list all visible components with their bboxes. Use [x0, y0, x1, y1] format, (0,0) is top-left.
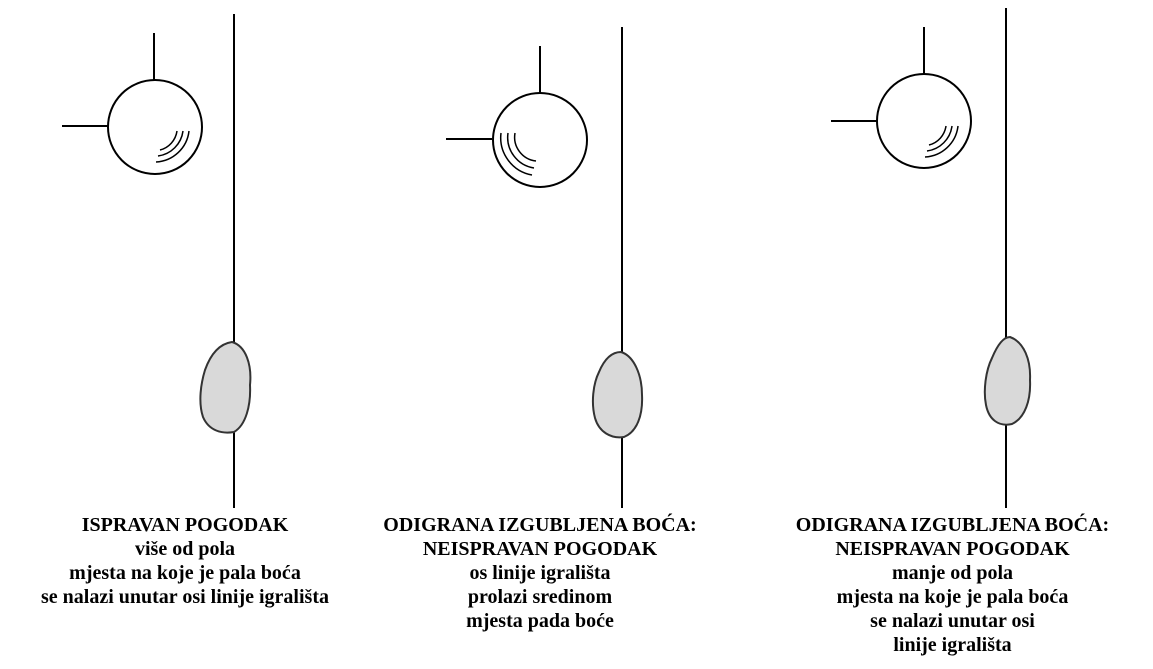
panel-1-caption-line: ISPRAVAN POGODAK: [81, 514, 289, 536]
panel-2-landing-spot: [591, 350, 644, 439]
panel-1-caption-line: se nalazi unutar osi linije igrališta: [41, 586, 329, 608]
panel-2-ball-highlight: [499, 132, 537, 176]
panel-1-ball: [107, 79, 203, 175]
panel-2-figure: [446, 27, 644, 508]
panel-1-caption-line: mjesta na koje je pala boća: [69, 562, 301, 584]
panel-3-caption-line: manje od pola: [891, 562, 1014, 584]
panel-2-ball: [492, 92, 588, 188]
panel-3-figure: [831, 8, 1032, 508]
panel-1-figure: [62, 14, 252, 508]
panel-2-caption-line: os linije igrališta: [469, 562, 611, 584]
panel-3-caption-line: ODIGRANA IZGUBLJENA BOĆA:: [795, 514, 1110, 536]
panel-2-caption: ODIGRANA IZGUBLJENA BOĆA: NEISPRAVAN POG…: [340, 513, 740, 633]
panel-1-caption: ISPRAVAN POGODAK više od pola mjesta na …: [0, 513, 370, 609]
panel-3-caption-line: linije igrališta: [893, 634, 1012, 656]
panel-3-landing-spot: [983, 335, 1032, 426]
panel-2-caption-line: ODIGRANA IZGUBLJENA BOĆA:: [383, 514, 697, 536]
panel-1-ball-highlight: [155, 130, 190, 163]
panel-1-caption-line: više od pola: [134, 538, 236, 560]
panel-3-caption-line: se nalazi unutar osi: [870, 610, 1035, 632]
panel-3-caption-line: mjesta na koje je pala boća: [836, 586, 1069, 608]
panel-3-caption-line: NEISPRAVAN POGODAK: [835, 538, 1070, 560]
panel-3-ball: [876, 73, 972, 169]
panel-2-caption-line: NEISPRAVAN POGODAK: [422, 538, 658, 560]
panel-3-caption: ODIGRANA IZGUBLJENA BOĆA: NEISPRAVAN POG…: [752, 513, 1153, 657]
panel-3-ball-highlight: [924, 125, 959, 158]
panel-2-caption-line: mjesta pada boće: [466, 610, 614, 632]
panel-2-caption-line: prolazi sredinom: [467, 586, 613, 608]
panel-1-landing-spot: [199, 340, 252, 434]
